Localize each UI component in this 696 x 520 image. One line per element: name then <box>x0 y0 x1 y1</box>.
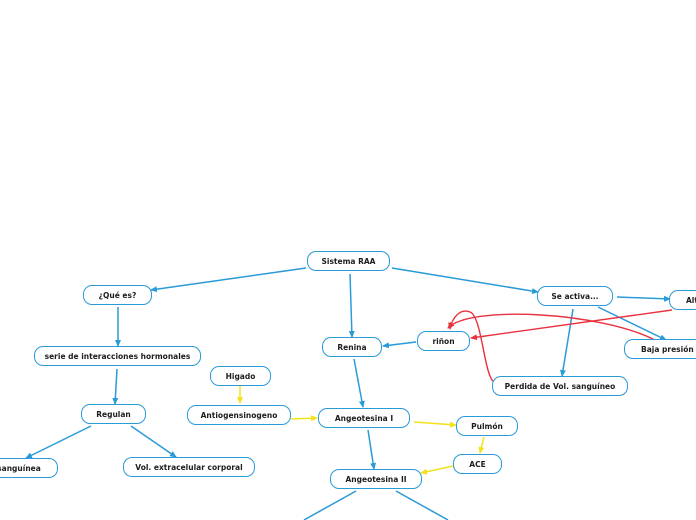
link-renina-angeotesina1 <box>353 358 365 408</box>
node-sistema-raa[interactable]: Sistema RAA <box>307 251 390 271</box>
node-angeotesina-2[interactable]: Angeotesina II <box>330 469 422 489</box>
node-rinon[interactable]: riñon <box>417 331 470 351</box>
link-rinon-renina <box>382 341 417 349</box>
link-sistema-renina <box>348 273 355 338</box>
link-seactiva-baja <box>597 306 667 341</box>
node-angeotesina-1[interactable]: Angeotesina I <box>318 408 410 428</box>
link-ace-angeotesina2 <box>420 465 454 475</box>
node-vol-extracelular[interactable]: Vol. extracelular corporal <box>123 457 255 477</box>
node-higado[interactable]: Higado <box>210 366 271 386</box>
link-angeotesina1-pulmon <box>413 421 457 428</box>
node-renina[interactable]: Renina <box>322 337 382 357</box>
link-serie-regulan <box>112 368 119 405</box>
link-angeotesina2-out-left <box>303 490 357 520</box>
link-angeotesina1-angeotesina2 <box>367 429 377 470</box>
node-ace[interactable]: ACE <box>453 454 502 474</box>
node-se-activa[interactable]: Se activa... <box>537 286 613 306</box>
link-seactiva-perdida <box>560 308 574 377</box>
link-perdida-rinon <box>448 310 495 383</box>
link-baja-rinon <box>447 313 656 341</box>
link-regulan-presion <box>25 425 92 459</box>
node-baja-presion[interactable]: Baja presión s <box>624 339 696 359</box>
link-pulmon-ace <box>478 436 485 454</box>
link-seactiva-alt <box>616 295 671 302</box>
link-sistema-seactiva <box>391 267 539 294</box>
link-regulan-vol <box>130 425 177 458</box>
node-alt[interactable]: Alt <box>669 290 696 310</box>
link-alt-rinon <box>470 309 673 341</box>
link-sistema-queEs <box>150 267 307 293</box>
node-regulan[interactable]: Regulan <box>81 404 146 424</box>
node-perdida-vol[interactable]: Perdida de Vol. sanguíneo <box>492 376 628 396</box>
link-antiogensinogeno-angeotesina1 <box>290 415 318 422</box>
link-angeotesina2-out-right <box>395 490 449 520</box>
node-pulmon[interactable]: Pulmón <box>456 416 518 436</box>
node-que-es[interactable]: ¿Qué es? <box>83 285 152 305</box>
node-presion-sanguinea[interactable]: sanguínea <box>0 458 58 478</box>
node-antiogensinogeno[interactable]: Antiogensinogeno <box>187 405 291 425</box>
node-serie-interacciones[interactable]: serie de interacciones hormonales <box>34 346 201 366</box>
